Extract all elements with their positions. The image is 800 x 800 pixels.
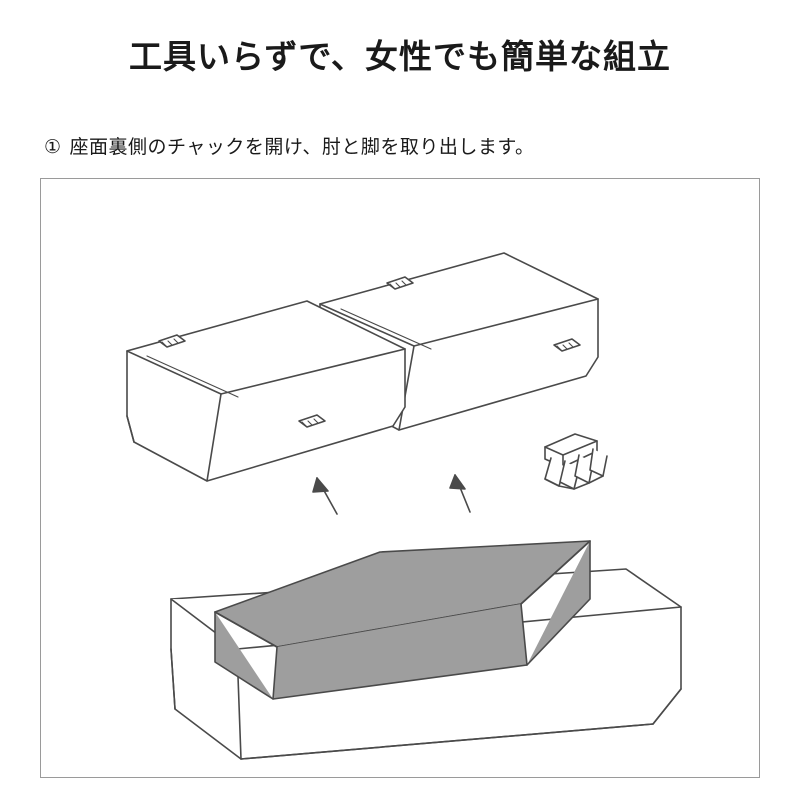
assembly-figure <box>40 178 760 778</box>
zipper-tag-left <box>158 334 186 348</box>
page-title: 工具いらずで、女性でも簡単な組立 <box>128 37 672 76</box>
zipper-tag-left-lower <box>298 414 326 428</box>
armrest-cushion-left <box>126 300 406 482</box>
zipper-tag-right-lower <box>553 338 581 352</box>
arrow-left-armrest <box>312 477 338 515</box>
seat-cover-flap <box>214 540 591 700</box>
step-number: ① <box>44 136 62 158</box>
leg-parts <box>544 433 608 490</box>
zipper-tag-right <box>386 276 414 290</box>
arrow-right-armrest <box>449 474 471 513</box>
assembly-illustration <box>126 252 682 760</box>
step-text: 座面裏側のチャックを開け、肘と脚を取り出します。 <box>69 136 535 158</box>
step-instruction: ① 座面裏側のチャックを開け、肘と脚を取り出します。 <box>44 132 535 159</box>
